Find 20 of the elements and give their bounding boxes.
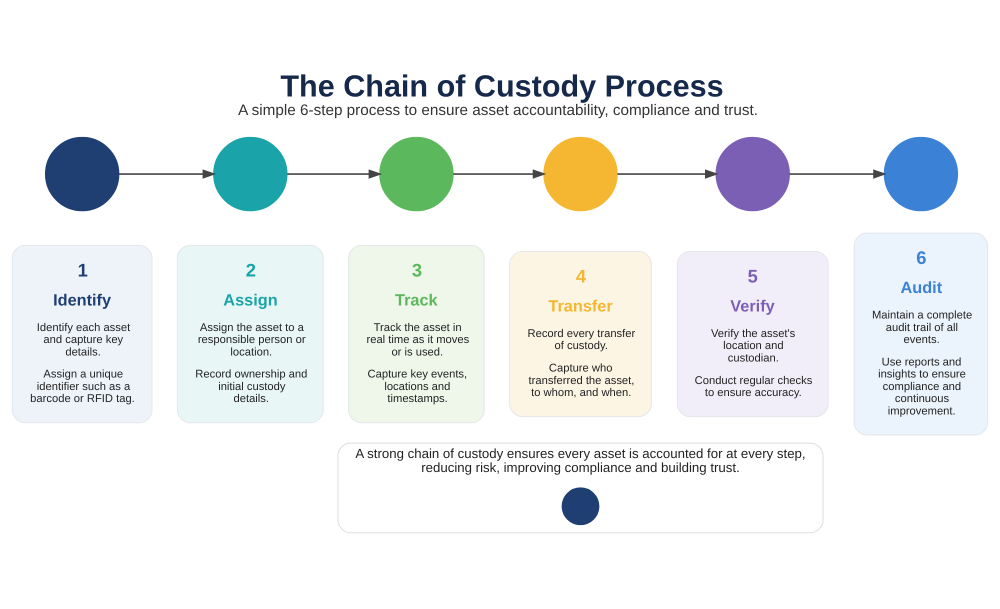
node-circle xyxy=(44,136,120,211)
diagram-title: The Chain of Custody Process xyxy=(280,69,724,104)
arrow xyxy=(287,168,382,178)
arrow xyxy=(618,168,718,178)
node-circle xyxy=(379,136,454,211)
node-box: 5 Verify Verify the asset's location and custodian. Conduct regular checks to ensure accuracy. xyxy=(676,250,829,417)
node-box: 3 Track Track the asset in real time as it moves or is used. Capture key events, locations and timestamps. xyxy=(348,244,485,423)
arrow xyxy=(790,168,887,178)
node-box: 2 Assign Assign the asset to a responsible person or location. Record ownership and initial custody details. xyxy=(176,244,324,423)
node-circle xyxy=(716,136,790,211)
cluster: A strong chain of custody ensures every asset is accounted for at every step, reducing risk, improving compliance and building trust. xyxy=(337,442,824,533)
node-circle xyxy=(543,136,618,211)
node-circle xyxy=(562,486,600,525)
node-circle xyxy=(213,136,288,211)
node-box: 1 Identify Identify each asset and capture key details. Assign a unique identifier such as a barcode or RFID tag. xyxy=(12,244,152,423)
node-box: 4 Transfer Record every transfer of custody. Capture who transferred the asset, to whom, and when. xyxy=(509,250,652,417)
arrow xyxy=(453,168,546,178)
node-box: 6 Audit Maintain a complete audit trail of all events. Use reports and insights to ensure compliance and continuous improvement. xyxy=(854,232,988,435)
node-circle xyxy=(884,136,958,211)
arrow xyxy=(118,168,216,178)
